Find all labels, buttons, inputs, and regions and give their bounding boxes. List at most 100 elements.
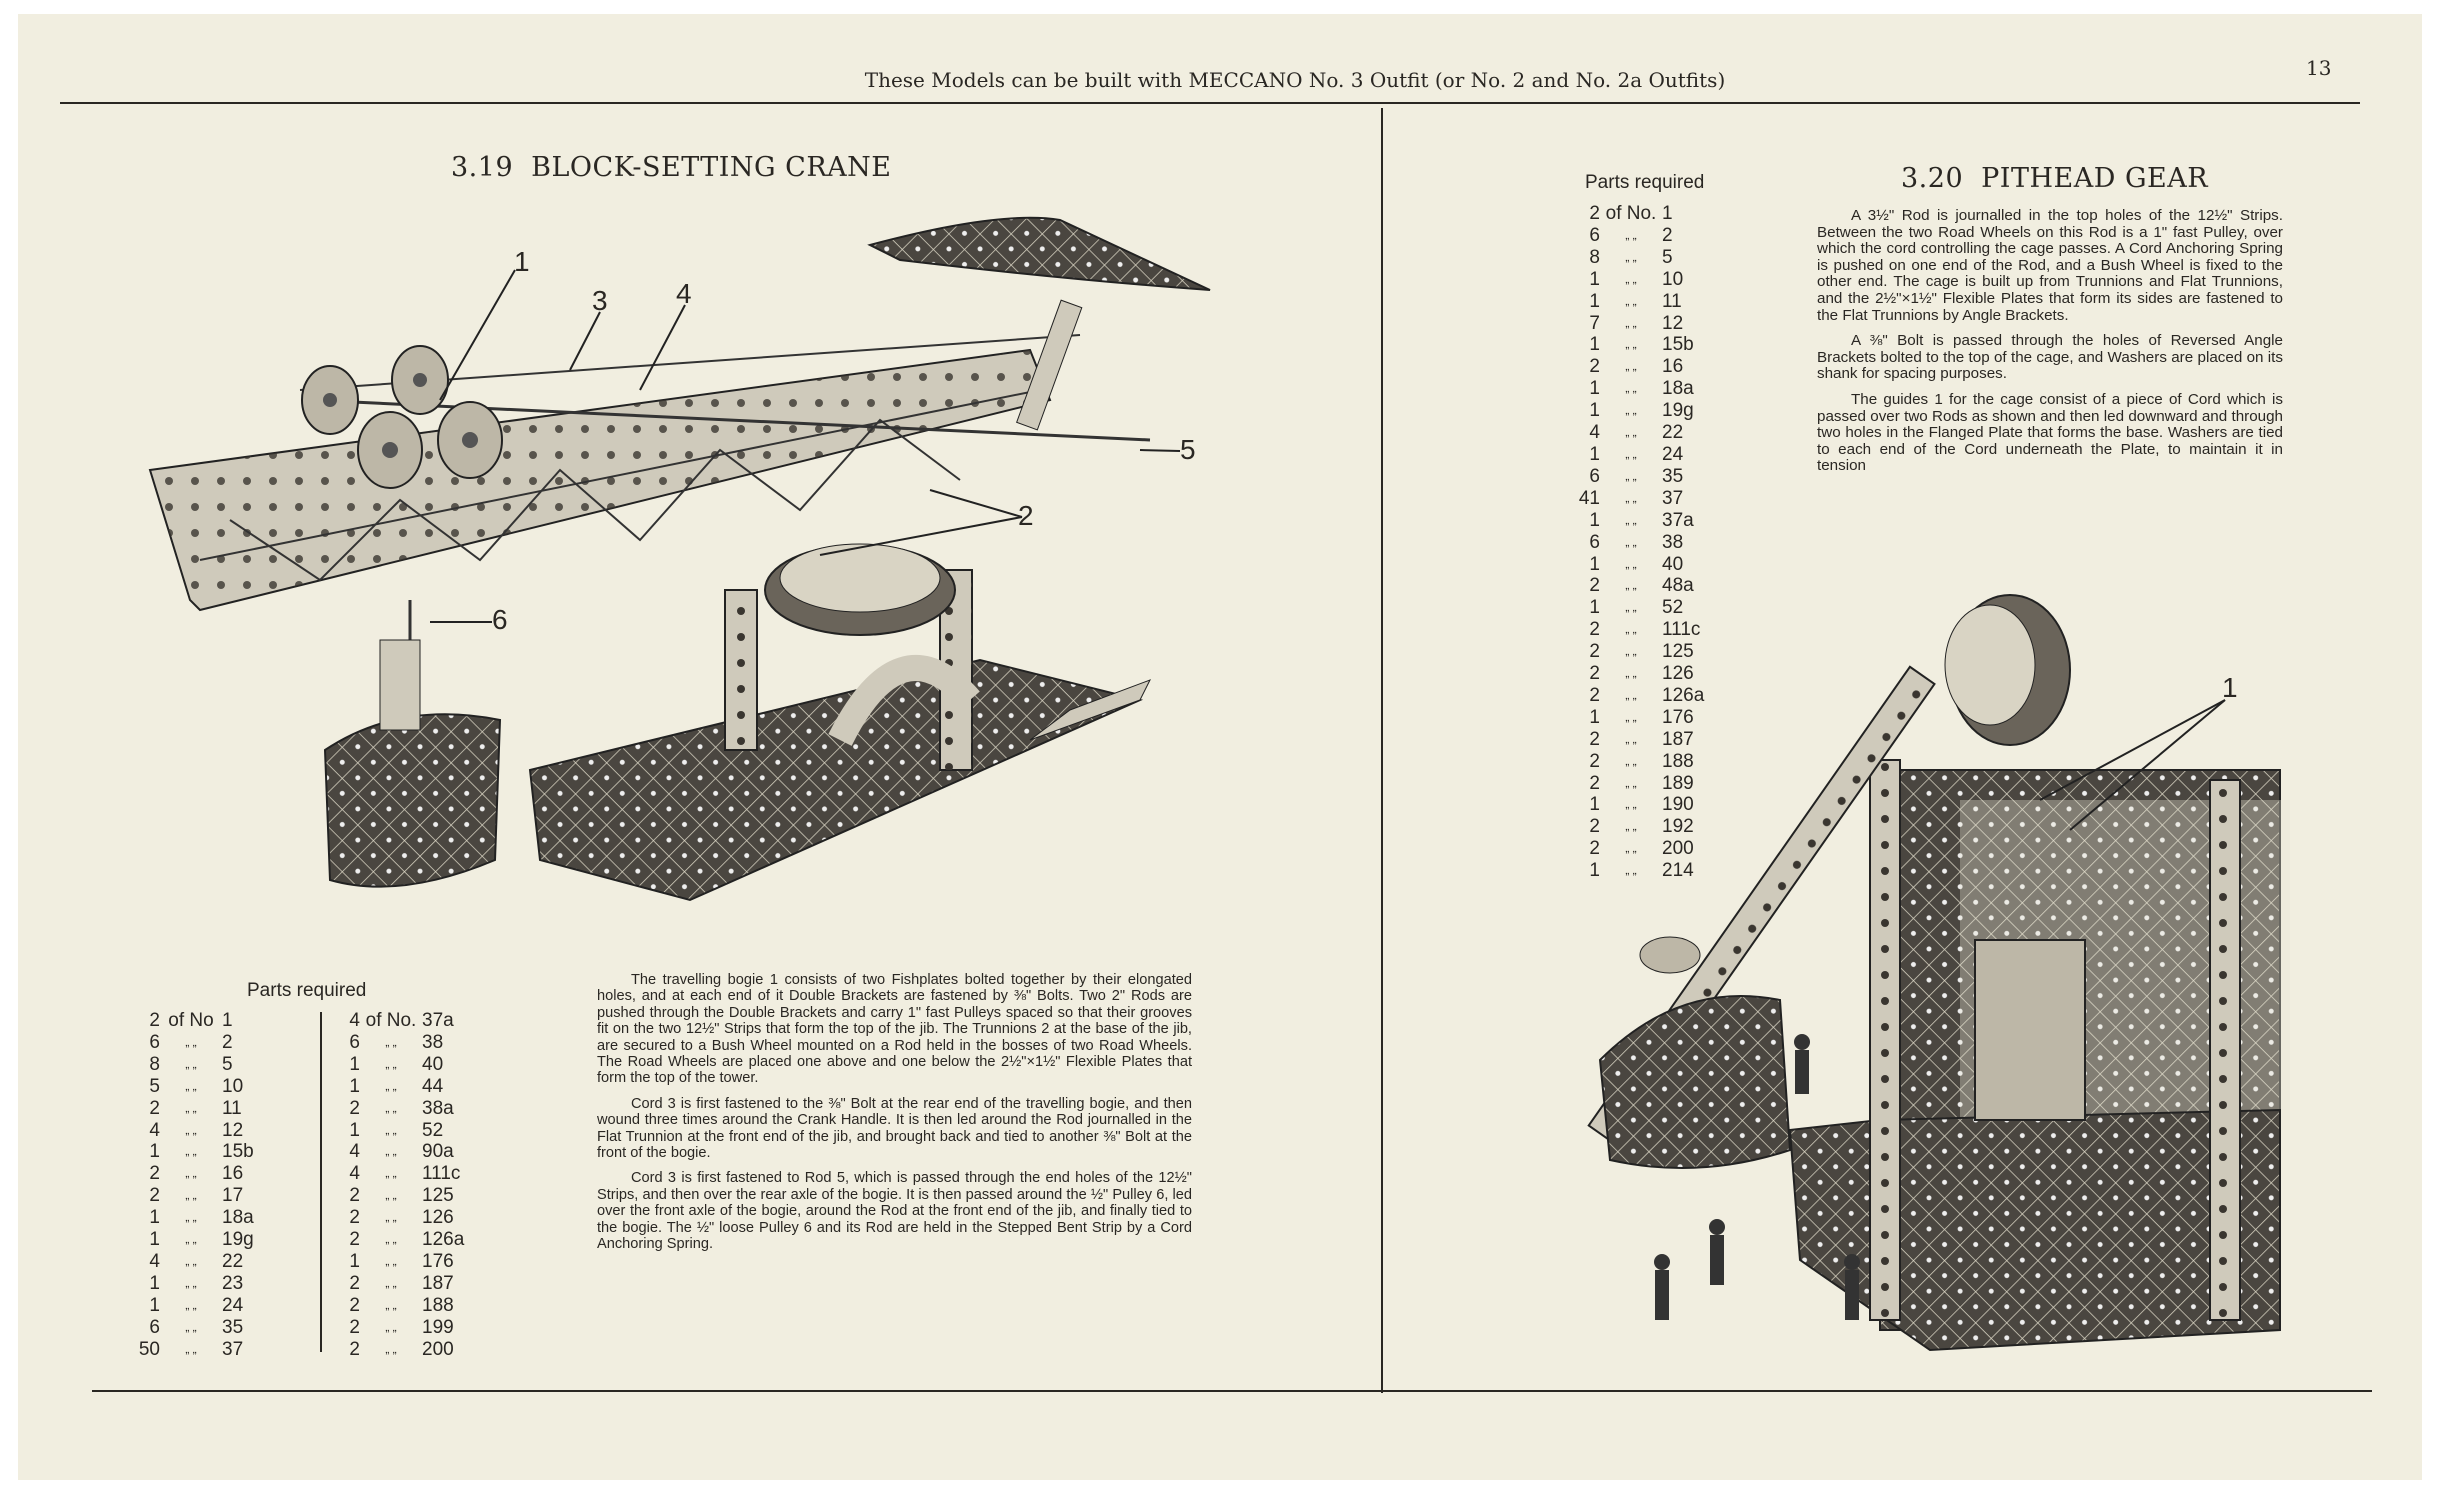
part-of-no: „ „ (1625, 600, 1637, 615)
part-number: 187 (1662, 728, 1694, 750)
parts-row: 1„ „40 (1570, 554, 1712, 576)
part-quantity: 4 (349, 1163, 360, 1185)
parts-row: 1„ „176 (1570, 707, 1712, 729)
part-of-no: „ „ (185, 1275, 197, 1290)
part-quantity: 1 (149, 1207, 160, 1229)
part-number: 126a (422, 1229, 465, 1251)
part-quantity: 2 (349, 1272, 360, 1294)
part-number: 188 (422, 1294, 454, 1316)
page-number: 13 (2306, 56, 2332, 80)
part-quantity: 4 (349, 1010, 360, 1031)
callout-6: 6 (492, 604, 508, 635)
part-of-no: „ „ (1625, 731, 1637, 746)
part-number: 52 (422, 1119, 444, 1141)
part-quantity: 1 (349, 1053, 360, 1075)
part-number: 19g (222, 1229, 254, 1251)
part-number: 16 (1662, 356, 1684, 378)
part-quantity: 2 (349, 1185, 360, 1207)
part-of-no: „ „ (1625, 819, 1637, 834)
description-paragraph: The guides 1 for the cage consist of a p… (1817, 390, 2283, 475)
parts-row: 2„ „11 (130, 1098, 272, 1120)
part-of-no: „ „ (1625, 446, 1637, 461)
part-of-no: „ „ (385, 1078, 397, 1093)
part-number: 37 (1662, 487, 1684, 509)
parts-row: 6„ „2 (130, 1032, 272, 1054)
parts-row: 8„ „5 (130, 1054, 272, 1076)
column-divider (1381, 108, 1383, 1393)
part-quantity: 1 (1589, 706, 1600, 728)
part-of-no: „ „ (1625, 644, 1637, 659)
parts-row: 1„ „19g (130, 1229, 272, 1251)
part-number: 17 (222, 1185, 244, 1207)
part-quantity: 2 (149, 1010, 160, 1031)
callout-pithead-1: 1 (2222, 672, 2238, 703)
part-quantity: 7 (1589, 312, 1600, 334)
part-quantity: 1 (349, 1119, 360, 1141)
part-number: 44 (422, 1075, 444, 1097)
part-quantity: 2 (1589, 203, 1600, 224)
part-of-no: „ „ (185, 1188, 197, 1203)
part-quantity: 4 (149, 1250, 160, 1272)
part-quantity: 2 (349, 1316, 360, 1338)
parts-row: 4„ „90a (330, 1141, 472, 1163)
parts-row: 5„ „10 (130, 1076, 272, 1098)
description-paragraph: Cord 3 is first fastened to the ⅜" Bolt … (597, 1095, 1192, 1162)
part-number: 111c (422, 1163, 461, 1185)
parts-row: 4„ „12 (130, 1120, 272, 1142)
parts-row: 2„ „189 (1570, 773, 1712, 795)
part-of-no: „ „ (185, 1144, 197, 1159)
model-number: 3.19 (451, 152, 514, 183)
part-number: 37a (422, 1010, 454, 1031)
bottom-rule (92, 1390, 2372, 1392)
parts-row: 1„ „24 (130, 1295, 272, 1317)
part-quantity: 1 (1589, 794, 1600, 816)
model-320-description: A 3½" Rod is journalled in the top holes… (1817, 207, 2283, 484)
parts-row: 1„ „52 (1570, 597, 1712, 619)
part-quantity: 2 (349, 1229, 360, 1251)
part-of-no: „ „ (1625, 227, 1637, 242)
part-of-no: „ „ (1625, 359, 1637, 374)
parts-row: 2„ „17 (130, 1185, 272, 1207)
part-quantity: 1 (149, 1229, 160, 1251)
parts-row: 6„ „38 (330, 1032, 472, 1054)
part-of-no: „ „ (185, 1319, 197, 1334)
part-number: 40 (422, 1053, 444, 1075)
parts-row: 1„ „15b (130, 1141, 272, 1163)
part-quantity: 4 (149, 1119, 160, 1141)
part-of-no: „ „ (385, 1275, 397, 1290)
part-of-no: „ „ (1625, 709, 1637, 724)
parts-row: 1„ „11 (1570, 291, 1712, 313)
callout-1: 1 (514, 246, 530, 277)
part-number: 52 (1662, 597, 1684, 619)
part-quantity: 6 (349, 1031, 360, 1053)
part-quantity: 1 (1589, 268, 1600, 290)
pithead-gear-illustration (1587, 594, 2290, 1352)
part-number: 111c (1662, 619, 1701, 641)
part-number: 24 (222, 1294, 244, 1316)
parts-row: 1„ „37a (1570, 510, 1712, 532)
part-number: 189 (1662, 772, 1694, 794)
part-quantity: 6 (1589, 531, 1600, 553)
part-number: 38 (422, 1031, 444, 1053)
parts-row: 2„ „16 (130, 1163, 272, 1185)
parts-row: 2„ „188 (330, 1295, 472, 1317)
part-number: 38a (422, 1097, 454, 1119)
part-of-no: „ „ (1625, 249, 1637, 264)
part-of-no: „ „ (385, 1232, 397, 1247)
parts-row: 2„ „125 (1570, 641, 1712, 663)
part-quantity: 5 (149, 1075, 160, 1097)
part-number: 24 (1662, 443, 1684, 465)
part-number: 10 (222, 1075, 244, 1097)
parts-row: 4„ „111c (330, 1163, 472, 1185)
parts-row: 1„ „44 (330, 1076, 472, 1098)
callout-3: 3 (592, 285, 608, 316)
part-number: 15b (222, 1141, 254, 1163)
part-number: 22 (1662, 422, 1684, 444)
description-paragraph: The travelling bogie 1 consists of two F… (597, 972, 1192, 1087)
part-of-no: „ „ (1625, 315, 1637, 330)
part-of-no: „ „ (1625, 556, 1637, 571)
part-number: 2 (1662, 224, 1673, 246)
